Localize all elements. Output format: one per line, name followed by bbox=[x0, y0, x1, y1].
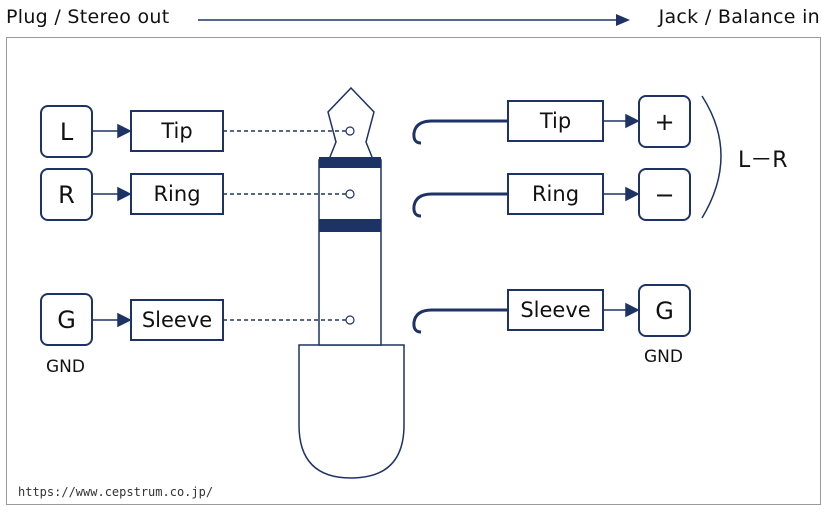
plug-handle bbox=[298, 344, 405, 479]
sleeve-contact bbox=[345, 315, 355, 325]
jack-ring-label: Ring bbox=[507, 173, 604, 215]
plug-tip bbox=[326, 86, 376, 163]
header-right-title: Jack / Balance in bbox=[658, 6, 820, 28]
right-channel-box: R bbox=[40, 168, 93, 221]
jack-gnd-caption: GND bbox=[644, 347, 683, 367]
direction-arrow bbox=[198, 14, 630, 26]
jack-tip-label: Tip bbox=[507, 100, 604, 142]
tip-hook bbox=[412, 119, 507, 145]
plug-sleeve-label: Sleeve bbox=[130, 299, 224, 341]
sleeve-hook bbox=[412, 308, 507, 334]
bracket bbox=[701, 95, 722, 219]
plug-ring-label: Ring bbox=[130, 173, 224, 215]
positive-box: + bbox=[638, 95, 691, 148]
tip-contact bbox=[345, 126, 355, 136]
left-channel-box: L bbox=[40, 105, 93, 158]
ring-contact bbox=[345, 189, 355, 199]
ring-hook bbox=[412, 192, 507, 218]
diagram-frame bbox=[6, 37, 821, 505]
jack-ground-box: G bbox=[638, 284, 691, 337]
ground-box: G bbox=[40, 293, 93, 346]
jack-sleeve-label: Sleeve bbox=[507, 289, 604, 331]
differential-label: L－R bbox=[738, 148, 788, 173]
stereo-plug bbox=[298, 86, 405, 479]
source-url: https://www.cepstrum.co.jp/ bbox=[18, 485, 214, 499]
plug-band-top bbox=[319, 157, 381, 168]
header-left-title: Plug / Stereo out bbox=[6, 6, 170, 28]
negative-box: − bbox=[638, 168, 691, 221]
plug-tip-label: Tip bbox=[130, 110, 224, 152]
plug-gnd-caption: GND bbox=[46, 357, 85, 377]
plug-band-middle bbox=[319, 219, 381, 232]
